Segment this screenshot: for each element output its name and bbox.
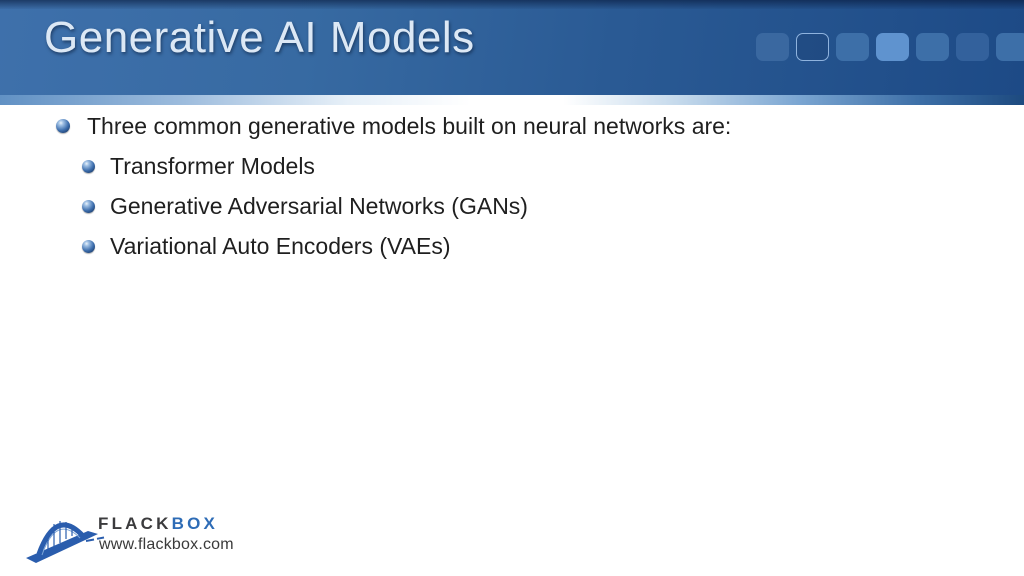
header-decor-squares: [756, 33, 1024, 61]
header-top-shade: [0, 0, 1024, 9]
brand-name-gray: FLACK: [98, 514, 172, 533]
bullet-sphere-icon: [56, 119, 70, 133]
decor-square: [876, 33, 909, 61]
bullet-sphere-icon: [82, 199, 95, 213]
slide-title: Generative AI Models: [44, 13, 475, 62]
header-gradient-strip: [0, 95, 1024, 105]
bullet-item-level1: Three common generative models built on …: [56, 106, 976, 146]
bullet-text: Generative Adversarial Networks (GANs): [110, 192, 528, 219]
bullet-text: Three common generative models built on …: [87, 112, 732, 139]
slide-header: Generative AI Models: [0, 0, 1024, 95]
brand-name: FLACKBOX: [98, 514, 218, 534]
decor-square: [836, 33, 869, 61]
decor-square: [756, 33, 789, 61]
decor-square: [796, 33, 829, 61]
bullet-item-level2: Transformer Models: [82, 146, 976, 186]
footer-logo: FLACKBOX www.flackbox.com: [26, 503, 246, 565]
bullet-text: Variational Auto Encoders (VAEs): [110, 232, 451, 259]
bullet-text: Transformer Models: [110, 152, 315, 179]
bullet-item-level2: Variational Auto Encoders (VAEs): [82, 226, 976, 266]
decor-square: [916, 33, 949, 61]
bullet-sphere-icon: [82, 239, 95, 253]
brand-website: www.flackbox.com: [99, 536, 234, 553]
decor-square: [956, 33, 989, 61]
decor-square: [996, 33, 1024, 61]
bullet-item-level2: Generative Adversarial Networks (GANs): [82, 186, 976, 226]
brand-name-blue: BOX: [171, 514, 219, 533]
flackbox-bridge-icon: [26, 521, 105, 563]
bullet-sphere-icon: [82, 159, 95, 173]
content-area: Three common generative models built on …: [56, 106, 976, 266]
